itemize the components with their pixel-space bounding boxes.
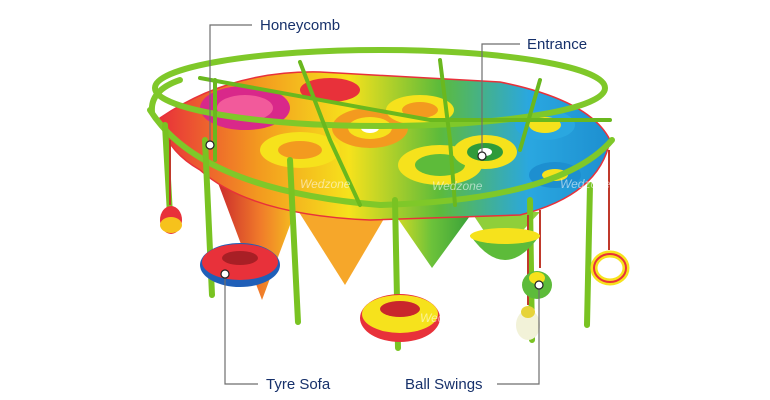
pin-marker xyxy=(477,151,487,161)
hanging-ball-left xyxy=(160,140,182,234)
pin-marker xyxy=(205,140,215,150)
callout-tyre-sofa: Tyre Sofa xyxy=(220,269,331,393)
callout-honeycomb: Honeycomb xyxy=(205,17,340,150)
label-honeycomb: Honeycomb xyxy=(260,17,340,34)
label-entrance: Entrance xyxy=(527,36,587,53)
watermark: Wedzone xyxy=(300,177,351,191)
callout-ball-swings: Ball Swings xyxy=(405,280,544,393)
half-ball-green xyxy=(470,228,540,260)
label-ball-swings: Ball Swings xyxy=(405,376,483,393)
watermark: Wedzone xyxy=(560,177,611,191)
tyre-sofa-yellow xyxy=(360,294,440,342)
pin-marker xyxy=(220,269,230,279)
tyre-sofa-red xyxy=(200,243,280,287)
watermark: Wedzone xyxy=(432,179,483,193)
label-tyre-sofa: Tyre Sofa xyxy=(266,376,331,393)
watermark: Wedzone xyxy=(420,311,471,325)
callout-entrance: Entrance xyxy=(477,36,587,161)
hanging-ring-right xyxy=(590,150,630,286)
pin-marker xyxy=(534,280,544,290)
